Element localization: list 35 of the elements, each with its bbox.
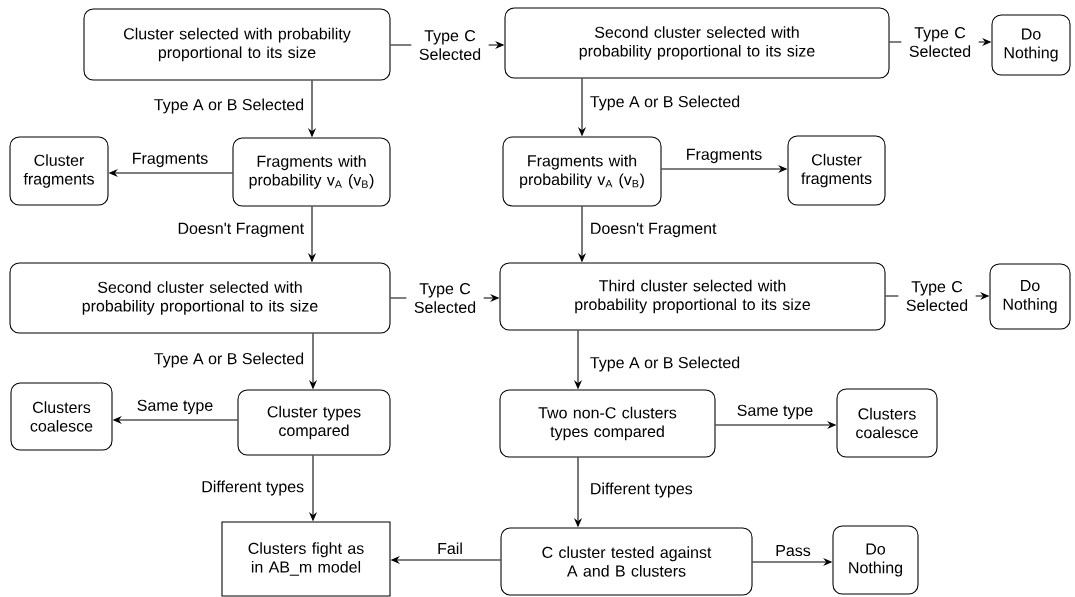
process-box: Second cluster selected with probability proportional to its size [9,262,391,334]
edge-label: Fail [435,541,465,556]
edge-label: Different types [199,479,306,497]
process-box: Second cluster selected with probability proportional to its size [504,7,890,79]
process-box: Cluster types compared [237,389,391,456]
edge-label: Type C Selected [901,25,979,59]
process-box: Cluster fragments [9,136,109,206]
process-box: Clusters coalesce [10,382,113,451]
edge-label: Same type [735,403,815,421]
process-box: Cluster selected with probability proportional to its size [83,8,391,81]
edge-label: Pass [773,543,813,558]
process-box: Clusters coalesce [836,388,938,458]
edge-label: Doesn't Fragment [176,221,306,239]
edge-label: Different types [588,481,695,499]
process-box: Cluster fragments [787,135,886,206]
edge-label: Same type [135,398,215,416]
edge-label: Type C Selected [898,279,976,313]
edge-label: Type C Selected [406,281,484,315]
edge-label: Fragments [684,147,764,165]
result-box: Clusters fight as in AB_m model [221,521,391,597]
process-box: Do Nothing [989,263,1071,330]
process-box: Two non-C clusters types compared [499,389,716,458]
process-box: Fragments with probability v$_{A}$ (v$_{B}$) [232,137,391,207]
edge-label: Doesn't Fragment [588,221,718,239]
process-box: Do Nothing [991,14,1071,76]
edge-label: Type A or B Selected [588,355,742,373]
edge-label: Type A or B Selected [588,94,742,112]
edge-label: Fragments [130,151,210,169]
process-box: C cluster tested against A and B clusters [500,527,753,596]
edge-label: Type C Selected [411,28,489,62]
process-box: Fragments with probability v$_{A}$ (v$_{B}$) [502,136,662,207]
process-box: Third cluster selected with probability proportional to its size [499,262,886,331]
process-box: Do Nothing [832,525,919,595]
edge-label: Type A or B Selected [152,351,306,369]
edge-label: Type A or B Selected [152,97,306,115]
